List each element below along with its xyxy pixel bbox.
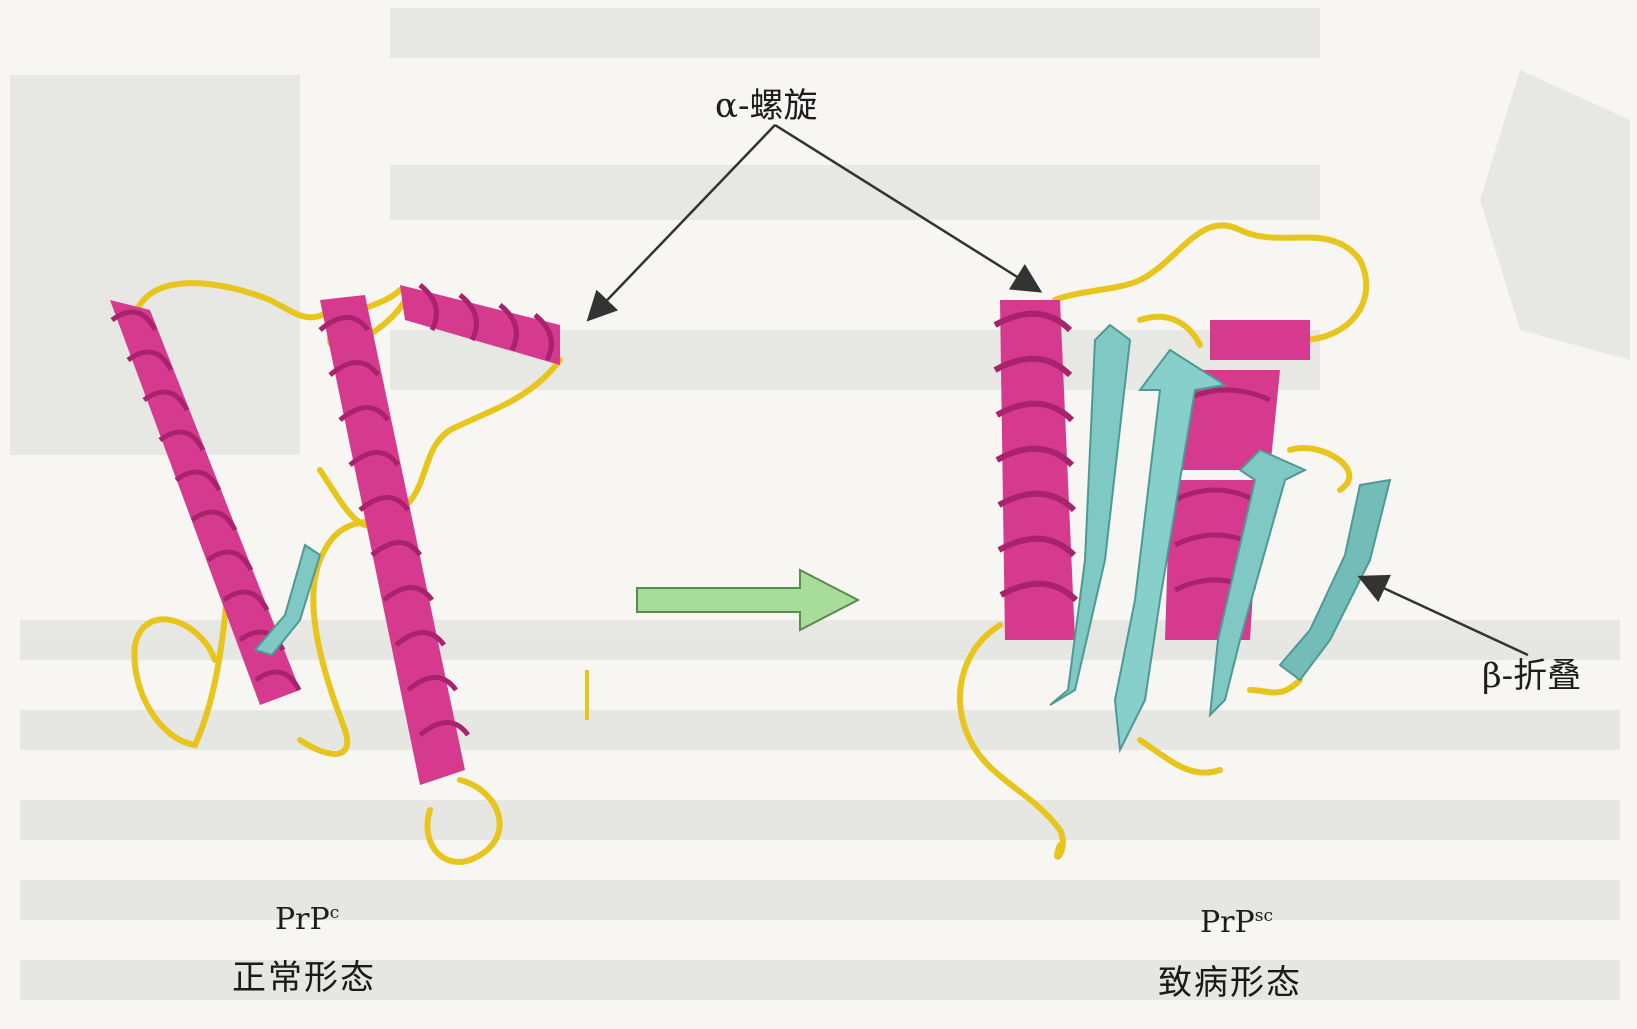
alpha-pointer-left bbox=[590, 125, 775, 318]
prpsc-label-sup: sc bbox=[1255, 906, 1273, 926]
beta-sheet-label: β-折叠 bbox=[1482, 648, 1581, 697]
disease-form-caption: 致病形态 bbox=[1158, 955, 1302, 1004]
background-ghost bbox=[10, 8, 1630, 1000]
normal-form-caption: 正常形态 bbox=[232, 950, 376, 999]
alpha-helix-label: α-螺旋 bbox=[715, 78, 817, 127]
prpc-label-sup: c bbox=[330, 903, 340, 923]
prpc-label-base: PrP bbox=[275, 902, 330, 937]
prpc-label: PrPc bbox=[275, 902, 339, 937]
prpsc-label-base: PrP bbox=[1200, 905, 1255, 940]
prpsc-label: PrPsc bbox=[1200, 905, 1273, 940]
prpsc-structure bbox=[960, 225, 1390, 856]
